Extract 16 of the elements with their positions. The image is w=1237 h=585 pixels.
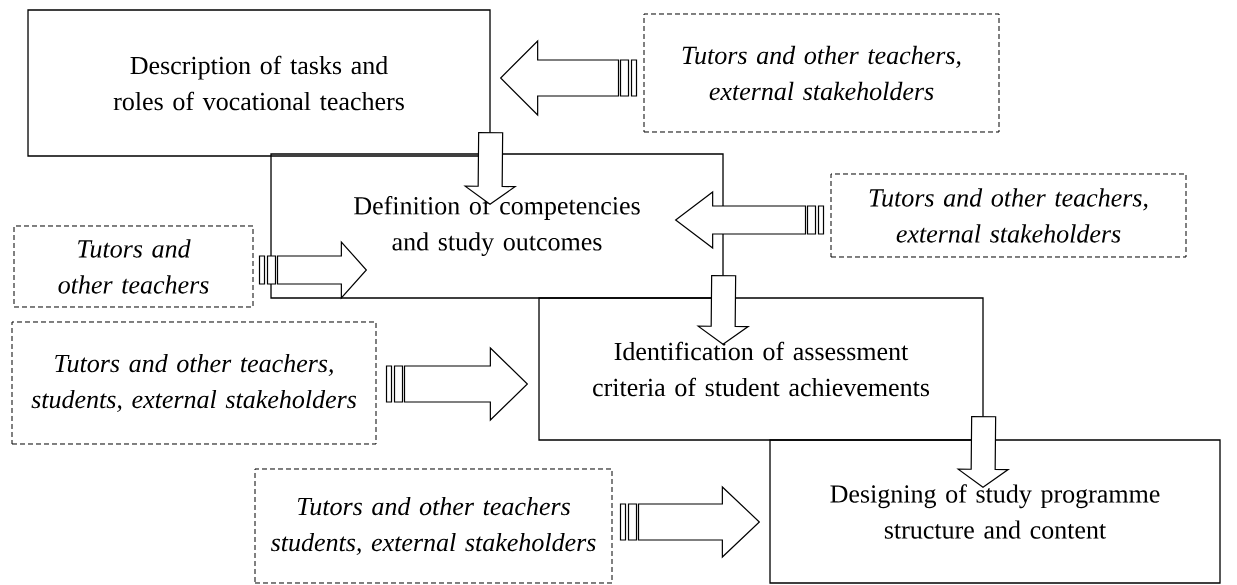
- stakeholder-box: Tutors and other teachers: [13, 225, 254, 308]
- stakeholder-box: Tutors and other teachers, external stakeholders: [830, 173, 1187, 258]
- process-box: Description of tasks and roles of vocational teachers: [27, 9, 491, 157]
- block-arrow: [499, 39, 638, 117]
- stakeholder-box: Tutors and other teachers, external stakeholders: [643, 13, 1000, 133]
- block-arrow: [674, 190, 825, 250]
- block-arrow: [619, 485, 761, 559]
- stakeholder-box: Tutors and other teachers, students, external stakeholders: [11, 321, 377, 445]
- process-box: Designing of study programme structure and content: [769, 439, 1221, 584]
- process-box: Identification of assessment criteria of student achievements: [538, 297, 984, 441]
- block-arrow: [385, 346, 529, 422]
- stakeholder-box: Tutors and other teachers students, external stakeholders: [254, 468, 613, 584]
- block-arrow: [696, 274, 751, 346]
- block-arrow: [258, 240, 368, 300]
- block-arrow: [956, 415, 1011, 489]
- block-arrow: [463, 131, 518, 206]
